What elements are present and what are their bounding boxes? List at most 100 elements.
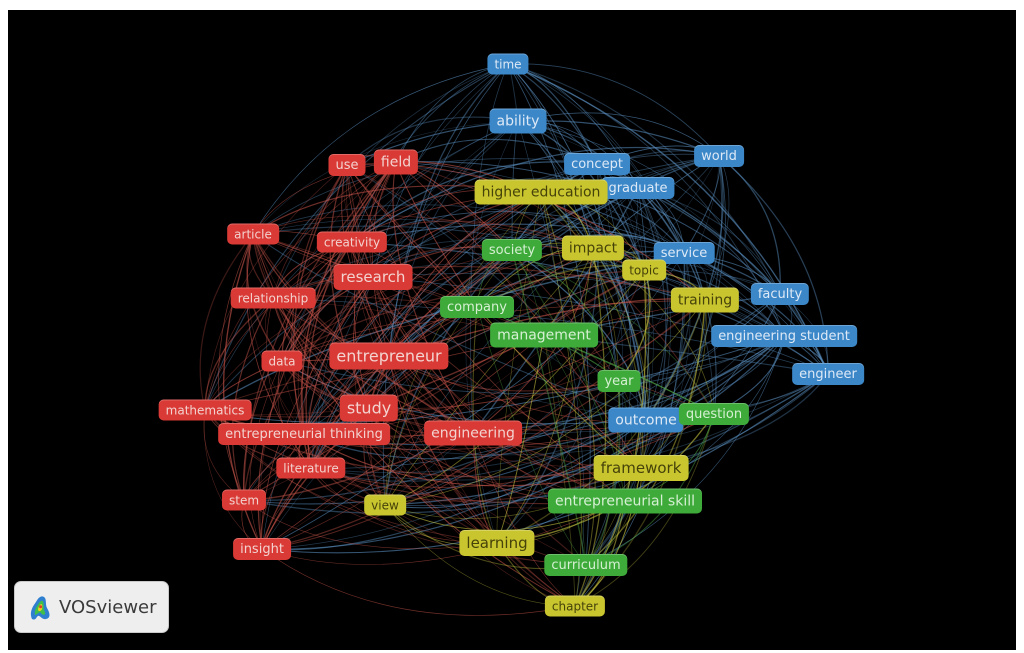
network-link xyxy=(507,63,645,271)
network-link xyxy=(261,335,785,550)
network-link xyxy=(266,297,312,469)
network-link xyxy=(543,334,587,566)
network-link xyxy=(540,191,596,566)
network-link xyxy=(252,233,647,421)
network-link xyxy=(204,164,348,411)
network-link xyxy=(310,413,715,488)
node-framework[interactable]: framework xyxy=(593,455,689,481)
node-study[interactable]: study xyxy=(339,394,399,422)
network-link xyxy=(645,299,706,421)
node-society[interactable]: society xyxy=(481,239,543,261)
network-link xyxy=(472,335,785,434)
node-outcome[interactable]: outcome xyxy=(608,407,684,433)
network-link xyxy=(243,269,645,501)
network-link xyxy=(585,299,706,566)
node-concept[interactable]: concept xyxy=(564,153,630,175)
node-engineering-student[interactable]: engineering student xyxy=(711,325,857,347)
network-link xyxy=(351,161,598,243)
network-link xyxy=(384,163,598,506)
network-link xyxy=(261,380,620,550)
network-link xyxy=(272,265,706,301)
node-time[interactable]: time xyxy=(487,53,529,75)
node-engineering[interactable]: engineering xyxy=(424,420,522,446)
node-data[interactable]: data xyxy=(261,350,303,372)
node-higher-education[interactable]: higher education xyxy=(474,179,608,205)
network-link xyxy=(384,155,720,506)
node-world[interactable]: world xyxy=(694,145,744,167)
vosviewer-logo[interactable]: VOSviewer xyxy=(14,581,169,633)
network-link xyxy=(645,155,724,421)
network-link xyxy=(281,120,519,362)
network-link xyxy=(303,247,594,435)
network-link xyxy=(281,249,513,362)
node-stem[interactable]: stem xyxy=(221,489,267,511)
node-engineer[interactable]: engineer xyxy=(792,363,864,385)
node-view[interactable]: view xyxy=(364,494,406,516)
network-link xyxy=(310,269,645,469)
node-question[interactable]: question xyxy=(678,403,750,425)
network-link xyxy=(272,161,397,299)
node-ability[interactable]: ability xyxy=(489,108,547,134)
network-link xyxy=(592,247,715,415)
network-link xyxy=(310,335,785,474)
network-link xyxy=(637,187,669,421)
network-link xyxy=(384,467,642,519)
network-link xyxy=(302,276,374,435)
network-link xyxy=(243,276,374,501)
network-link xyxy=(272,63,509,299)
node-chapter[interactable]: chapter xyxy=(544,595,606,617)
node-entrepreneur[interactable]: entrepreneur xyxy=(329,342,449,370)
network-link xyxy=(249,360,283,550)
network-link xyxy=(204,241,353,411)
node-field[interactable]: field xyxy=(373,149,419,175)
logo-text: VOSviewer xyxy=(59,596,157,618)
network-link xyxy=(303,433,642,487)
network-link xyxy=(388,355,498,544)
network-link xyxy=(252,63,509,235)
network-link xyxy=(243,499,498,550)
network-link xyxy=(257,241,353,550)
node-learning[interactable]: learning xyxy=(459,530,535,556)
network-link xyxy=(303,191,542,435)
node-literature[interactable]: literature xyxy=(276,457,346,479)
network-link xyxy=(351,63,509,243)
node-article[interactable]: article xyxy=(227,223,279,245)
node-entrepreneurial-thinking[interactable]: entrepreneurial thinking xyxy=(218,423,390,445)
network-link xyxy=(346,164,642,469)
node-company[interactable]: company xyxy=(440,296,514,318)
network-link xyxy=(372,276,829,375)
node-topic[interactable]: topic xyxy=(622,259,666,281)
network-link xyxy=(261,419,647,551)
network-link xyxy=(310,419,647,482)
network-link xyxy=(395,161,642,469)
network-link xyxy=(372,229,685,278)
node-curriculum[interactable]: curriculum xyxy=(544,554,628,576)
node-service[interactable]: service xyxy=(653,242,715,264)
node-impact[interactable]: impact xyxy=(561,235,625,261)
node-relationship[interactable]: relationship xyxy=(230,287,316,309)
network-link xyxy=(261,120,519,550)
network-link xyxy=(496,334,545,544)
node-graduate[interactable]: graduate xyxy=(601,177,675,199)
node-insight[interactable]: insight xyxy=(233,538,291,560)
node-training[interactable]: training xyxy=(670,287,740,313)
network-link xyxy=(281,299,706,362)
node-management[interactable]: management xyxy=(490,322,598,348)
network-link xyxy=(353,161,397,506)
node-year[interactable]: year xyxy=(597,370,641,392)
node-creativity[interactable]: creativity xyxy=(316,231,388,253)
network-link xyxy=(252,233,474,434)
network-link xyxy=(329,164,370,409)
network-link xyxy=(204,409,263,550)
network-link xyxy=(592,247,651,421)
network-link xyxy=(592,247,649,469)
node-faculty[interactable]: faculty xyxy=(750,283,810,305)
node-mathematics[interactable]: mathematics xyxy=(158,399,252,421)
node-entrepreneurial-skill[interactable]: entrepreneurial skill xyxy=(548,488,702,514)
node-use[interactable]: use xyxy=(328,154,366,176)
node-research[interactable]: research xyxy=(333,264,413,290)
network-link xyxy=(303,373,829,456)
network-link xyxy=(346,164,587,566)
network-link xyxy=(384,249,513,506)
